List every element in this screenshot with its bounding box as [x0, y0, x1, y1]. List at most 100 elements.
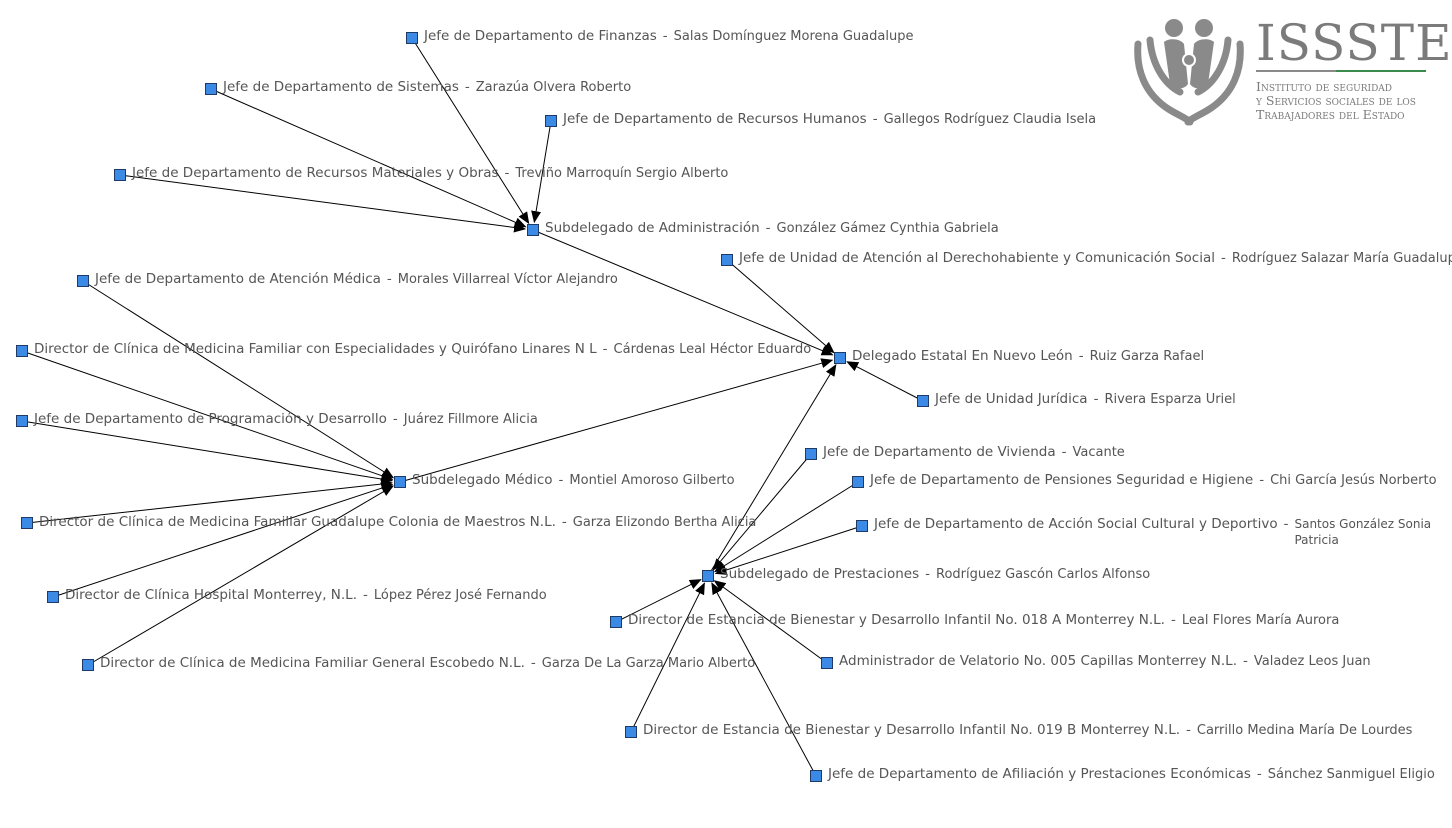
node-submedico[interactable] — [394, 476, 406, 488]
node-role: Subdelegado de Prestaciones — [720, 566, 920, 582]
node-separator: - — [872, 111, 878, 127]
node-label-afiliacion: Jefe de Departamento de Afiliación y Pre… — [828, 766, 1435, 783]
edge-rh-to-subadmin — [531, 120, 552, 224]
node-separator: - — [1078, 348, 1084, 364]
node-separator: - — [1170, 612, 1176, 628]
edge-vivienda-to-subprestaciones — [712, 453, 812, 571]
node-velatorio[interactable] — [821, 657, 833, 669]
edge-subprestaciones-to-delegado — [707, 363, 837, 577]
node-label-subadmin: Subdelegado de Administración-González G… — [545, 220, 999, 237]
node-role: Director de Clínica de Medicina Familiar… — [100, 655, 525, 671]
node-separator: - — [1061, 444, 1067, 460]
node-separator: - — [363, 587, 368, 603]
node-label-subprestaciones: Subdelegado de Prestaciones-Rodríguez Ga… — [720, 566, 1150, 583]
node-juridica[interactable] — [917, 395, 929, 407]
node-role: Jefe de Departamento de Sistemas — [223, 79, 459, 95]
node-clinicaguadalupe[interactable] — [21, 517, 33, 529]
node-person: Ruiz Garza Rafael — [1089, 349, 1205, 364]
node-role: Director de Clínica de Medicina Familiar… — [34, 341, 597, 357]
node-person: Salas Domínguez Morena Guadalupe — [673, 29, 914, 44]
node-separator: - — [561, 514, 567, 530]
edge-hospitalmty-to-submedico — [52, 483, 394, 598]
node-role: Jefe de Unidad de Atención al Derechohab… — [739, 250, 1215, 266]
logo-bar-gray — [1256, 70, 1336, 72]
node-label-estancia018: Director de Estancia de Bienestar y Desa… — [628, 612, 1339, 629]
edge-materiales-to-subadmin — [119, 174, 527, 233]
node-label-programacion: Jefe de Departamento de Programación y D… — [34, 411, 538, 428]
node-label-juridica: Jefe de Unidad Jurídica-Rivera Esparza U… — [935, 391, 1236, 408]
node-role: Jefe de Unidad Jurídica — [935, 391, 1088, 407]
logo-subtitle-1: Instituto de seguridad — [1256, 79, 1393, 94]
node-role: Subdelegado Médico — [412, 472, 553, 488]
node-person: Rodríguez Gascón Carlos Alfonso — [936, 567, 1151, 582]
node-person: Garza Elizondo Bertha Alicia — [572, 515, 757, 530]
node-materiales[interactable] — [114, 169, 126, 181]
node-label-hospitalmty: Director de Clínica Hospital Monterrey, … — [65, 587, 547, 604]
edge-estancia019-to-subprestaciones — [630, 582, 705, 733]
node-separator: - — [765, 220, 771, 236]
node-atencionmedica[interactable] — [77, 275, 89, 287]
logo-bar-green — [1336, 70, 1426, 72]
node-person: Chi García Jesús Norberto — [1270, 473, 1437, 488]
node-role: Jefe de Departamento de Programación y D… — [34, 411, 387, 427]
node-person: Rodríguez Salazar María Guadalupe — [1231, 251, 1452, 266]
node-pensiones[interactable] — [852, 476, 864, 488]
edge-clinicalinares-to-submedico — [21, 350, 394, 481]
node-role: Director de Clínica de Medicina Familiar… — [39, 514, 556, 530]
node-role: Director de Estancia de Bienestar y Desa… — [628, 612, 1165, 628]
node-estancia018[interactable] — [610, 616, 622, 628]
node-subprestaciones[interactable] — [702, 570, 714, 582]
node-subadmin[interactable] — [527, 224, 539, 236]
edge-afiliacion-to-subprestaciones — [711, 582, 817, 777]
node-person: Santos González Sonia Patricia — [1294, 517, 1432, 547]
node-clinicalinares[interactable] — [16, 345, 28, 357]
node-programacion[interactable] — [16, 415, 28, 427]
node-separator: - — [558, 472, 564, 488]
node-separator: - — [1259, 472, 1265, 488]
node-finanzas[interactable] — [406, 32, 418, 44]
node-person: Leal Flores María Aurora — [1181, 613, 1340, 628]
node-person: Treviño Marroquín Sergio Alberto — [515, 166, 729, 181]
edges-layer — [21, 37, 924, 777]
node-separator: - — [925, 566, 931, 582]
node-hospitalmty[interactable] — [47, 591, 59, 603]
node-accionsocial[interactable] — [856, 520, 868, 532]
node-role: Director de Clínica Hospital Monterrey, … — [65, 587, 357, 603]
node-separator: - — [1221, 250, 1226, 266]
node-person: Rivera Esparza Uriel — [1104, 392, 1236, 407]
logo-subtitle-2: y Servicios sociales de los — [1256, 93, 1416, 108]
node-rh[interactable] — [545, 115, 557, 127]
edge-sistemas-to-subadmin — [210, 88, 527, 228]
node-afiliacion[interactable] — [810, 770, 822, 782]
edge-atencionderecho-to-delegado — [726, 259, 835, 354]
node-role: Subdelegado de Administración — [545, 220, 760, 236]
edge-velatorio-to-subprestaciones — [713, 580, 828, 664]
node-separator: - — [386, 271, 392, 287]
node-person: Zarazúa Olvera Roberto — [475, 80, 632, 95]
node-atencionderecho[interactable] — [721, 254, 733, 266]
edge-estancia018-to-subprestaciones — [615, 579, 702, 623]
edge-accionsocial-to-subprestaciones — [714, 525, 863, 575]
node-sistemas[interactable] — [205, 83, 217, 95]
node-vivienda[interactable] — [805, 448, 817, 460]
node-estancia019[interactable] — [625, 726, 637, 738]
node-clinicaescobedo[interactable] — [82, 659, 94, 671]
node-role: Director de Estancia de Bienestar y Desa… — [643, 722, 1181, 738]
node-role: Jefe de Departamento de Atención Médica — [95, 271, 381, 287]
edge-atencionmedica-to-submedico — [82, 280, 395, 479]
edge-juridica-to-delegado — [846, 361, 924, 402]
node-role: Jefe de Departamento de Acción Social Cu… — [874, 516, 1278, 532]
node-person: Montiel Amoroso Gilberto — [569, 473, 735, 488]
edge-clinicaguadalupe-to-submedico — [26, 479, 394, 524]
node-person: Sánchez Sanmiguel Eligio — [1267, 767, 1435, 782]
node-label-clinicaescobedo: Director de Clínica de Medicina Familiar… — [100, 655, 755, 672]
edge-subadmin-to-delegado — [532, 229, 834, 356]
node-delegado[interactable] — [834, 352, 846, 364]
node-label-atencionmedica: Jefe de Departamento de Atención Médica-… — [95, 271, 618, 288]
node-label-estancia019: Director de Estancia de Bienestar y Desa… — [643, 722, 1412, 739]
node-label-delegado: Delegado Estatal En Nuevo León-Ruiz Garz… — [852, 348, 1204, 365]
hands-family-icon — [1134, 19, 1244, 126]
node-label-velatorio: Administrador de Velatorio No. 005 Capil… — [839, 653, 1371, 670]
node-person: González Gámez Cynthia Gabriela — [776, 221, 999, 236]
